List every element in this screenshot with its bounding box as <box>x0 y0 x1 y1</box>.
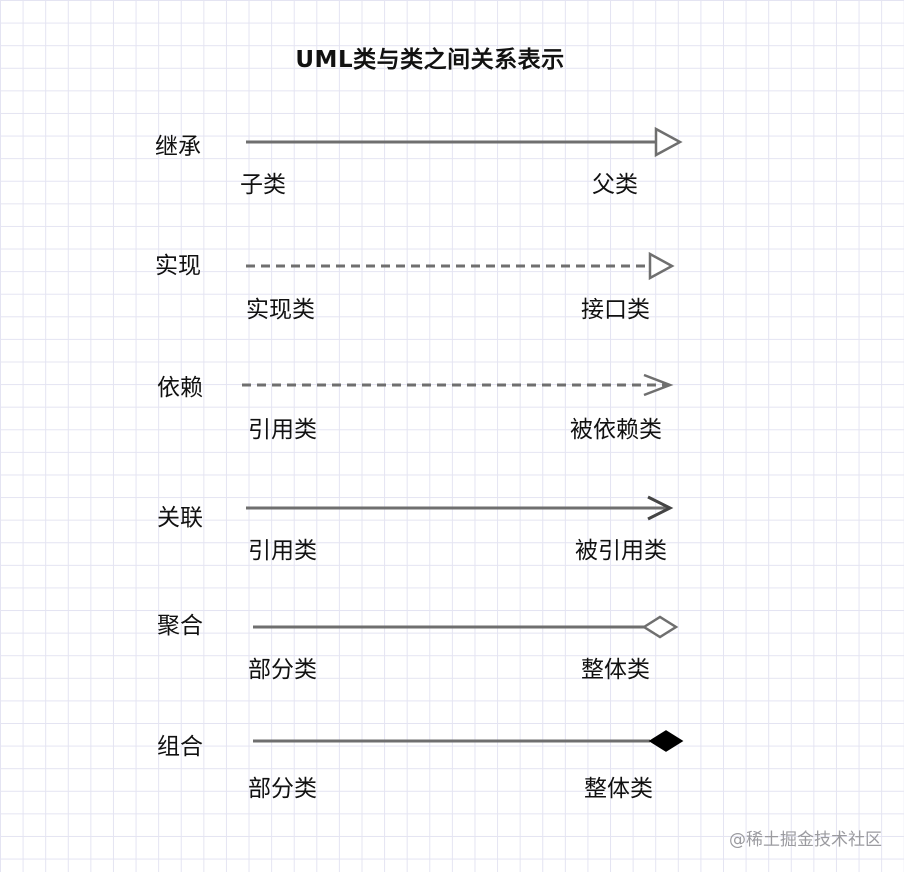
association-to-label: 被引用类 <box>575 538 667 564</box>
association-from-label: 引用类 <box>248 538 317 564</box>
relation-name-dependency: 依赖 <box>157 375 203 401</box>
realization-to-label: 接口类 <box>581 297 650 323</box>
diagram-title: UML类与类之间关系表示 <box>295 47 565 73</box>
relation-name-realization: 实现 <box>155 253 201 279</box>
relation-name-inheritance: 继承 <box>155 134 201 160</box>
dependency-from-label: 引用类 <box>248 417 317 443</box>
hollow-triangle-icon <box>654 126 683 158</box>
hollow-triangle-icon <box>648 251 675 281</box>
filled-diamond-icon <box>648 730 684 752</box>
dependency-to-label: 被依赖类 <box>570 417 662 443</box>
relation-name-composition: 组合 <box>157 734 203 760</box>
relation-name-association: 关联 <box>157 505 203 531</box>
inheritance-to-label: 父类 <box>592 172 638 198</box>
inheritance-from-label: 子类 <box>240 172 286 198</box>
aggregation-to-label: 整体类 <box>581 657 650 683</box>
composition-from-label: 部分类 <box>248 776 317 802</box>
relation-name-aggregation: 聚合 <box>157 613 203 639</box>
open-arrow-icon <box>647 495 674 521</box>
realization-from-label: 实现类 <box>246 297 315 323</box>
composition-to-label: 整体类 <box>584 776 653 802</box>
open-arrow-icon <box>643 373 674 397</box>
watermark: @稀土掘金技术社区 <box>729 830 882 850</box>
aggregation-from-label: 部分类 <box>248 657 317 683</box>
hollow-diamond-icon <box>641 615 679 639</box>
